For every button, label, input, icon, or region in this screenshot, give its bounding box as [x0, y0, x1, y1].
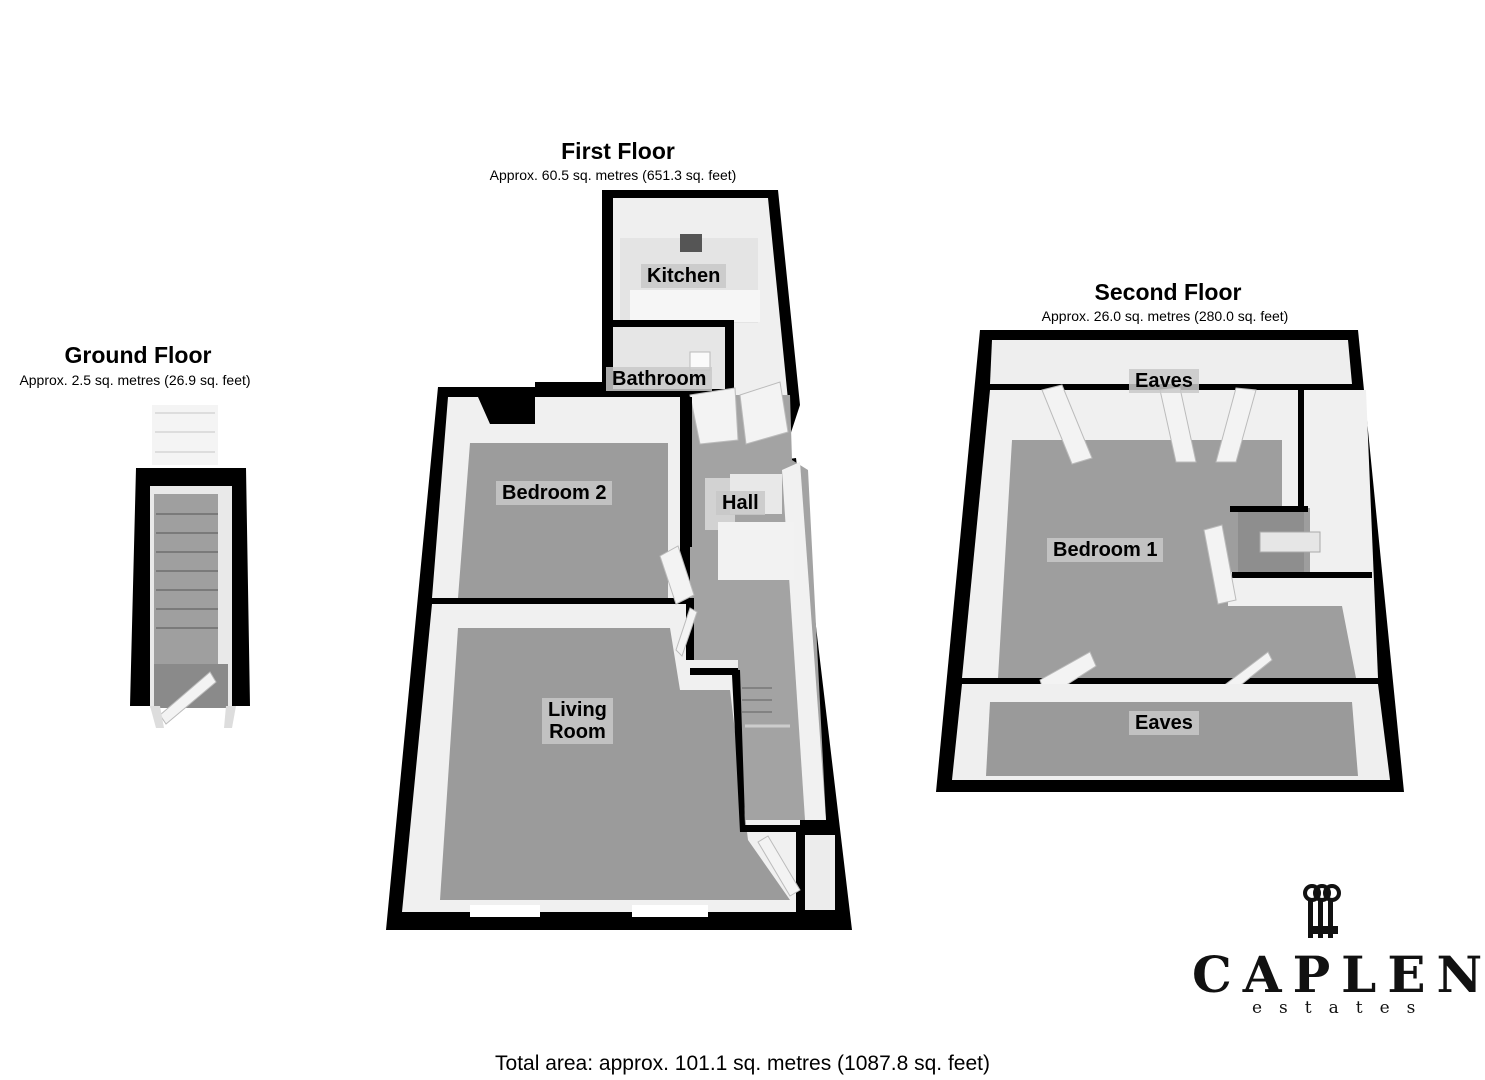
keys-icon [1303, 884, 1341, 938]
room-label-living-room: Living Room [542, 698, 613, 744]
room-label-hall: Hall [716, 491, 765, 515]
room-label-bedroom-1: Bedroom 1 [1047, 538, 1164, 562]
total-area: Total area: approx. 101.1 sq. metres (10… [495, 1052, 990, 1075]
living-room-line2: Room [549, 721, 606, 743]
logo-name: CAPLEN [1192, 945, 1485, 1004]
room-label-eaves-bottom: Eaves [1129, 711, 1199, 735]
room-label-kitchen: Kitchen [641, 264, 727, 288]
first-floor-area: Approx. 60.5 sq. metres (651.3 sq. feet) [489, 167, 737, 183]
room-label-bathroom: Bathroom [606, 367, 713, 391]
ground-floor-title: Ground Floor [64, 342, 212, 368]
room-label-eaves-top: Eaves [1129, 369, 1199, 393]
logo-subtitle: estates [1252, 998, 1433, 1018]
second-floor-area: Approx. 26.0 sq. metres (280.0 sq. feet) [1041, 308, 1289, 324]
ground-floor-plan [130, 405, 250, 728]
second-floor-plan [936, 330, 1404, 792]
second-floor-title: Second Floor [1094, 279, 1242, 305]
first-floor-title: First Floor [561, 138, 675, 164]
room-label-bedroom-2: Bedroom 2 [496, 481, 613, 505]
ground-floor-area: Approx. 2.5 sq. metres (26.9 sq. feet) [19, 372, 251, 388]
living-room-line1: Living [548, 699, 607, 721]
first-floor-plan [386, 190, 852, 930]
